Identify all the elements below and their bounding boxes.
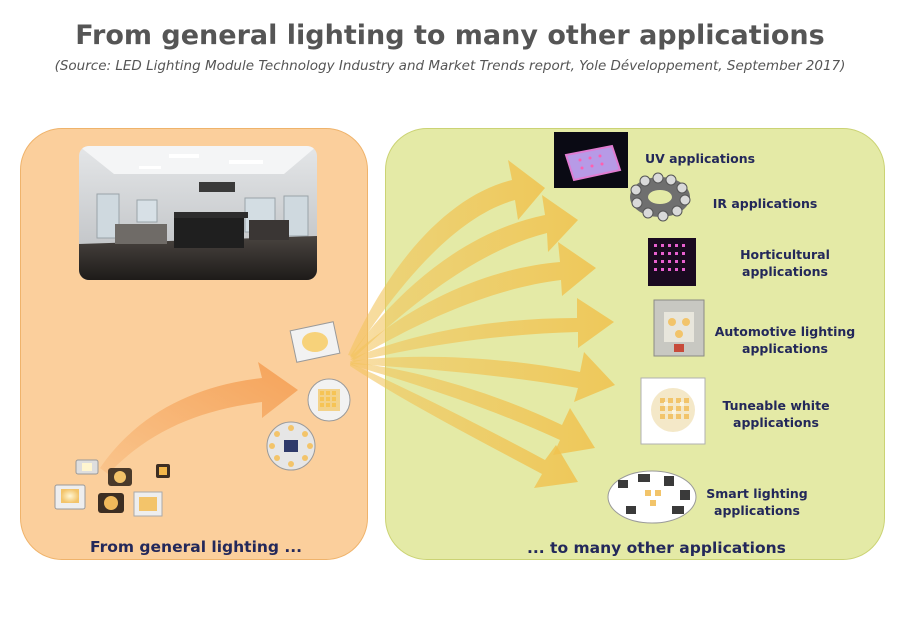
ir-label-line1: IR applications (712, 196, 818, 211)
automotive-label-line1: Automotive lighting (714, 324, 856, 339)
general-lighting-caption: From general lighting ... (90, 538, 303, 556)
page-title: From general lighting to many other appl… (75, 20, 825, 51)
fan-arrow-ir (350, 195, 578, 358)
led-modules (266, 321, 351, 471)
automotive-lighting-applications-label: Automotive lighting applications (712, 323, 858, 357)
fan-arrow-extra (350, 363, 578, 488)
other-applications-caption: ... to many other applications (527, 539, 786, 557)
smart-lighting-application-image (607, 470, 697, 524)
uv-applications-label: UV applications (640, 150, 760, 167)
tuneable-label-line2: applications (733, 415, 819, 430)
led-packages (54, 459, 170, 517)
smart-label-line2: applications (714, 503, 800, 518)
fan-arrow-automotive (350, 298, 614, 362)
fan-arrow-uv (348, 160, 545, 356)
tuneable-white-application-image (640, 377, 706, 445)
horticultural-application-image (648, 238, 696, 286)
uv-application-image (554, 132, 628, 188)
automotive-label-line2: applications (742, 341, 828, 356)
automotive-application-image (653, 299, 705, 357)
ir-applications-label: IR applications (706, 195, 824, 212)
smart-label-line1: Smart lighting (706, 486, 808, 501)
horticultural-label-line2: applications (742, 264, 828, 279)
growth-arrow (100, 362, 298, 474)
fan-arrow-smart (350, 362, 595, 455)
fan-arrow-horticultural (350, 242, 596, 360)
ir-application-image (630, 172, 691, 222)
interior-room-photo (79, 146, 317, 280)
horticultural-applications-label: Horticultural applications (722, 246, 848, 280)
horticultural-label-line1: Horticultural (740, 247, 830, 262)
page-subtitle: (Source: LED Lighting Module Technology … (54, 58, 846, 74)
smart-lighting-applications-label: Smart lighting applications (698, 485, 816, 519)
tuneable-white-applications-label: Tuneable white applications (715, 397, 837, 431)
tuneable-label-line1: Tuneable white (722, 398, 830, 413)
uv-label-line1: UV applications (644, 151, 756, 166)
fan-arrow-tuneable (350, 352, 615, 402)
